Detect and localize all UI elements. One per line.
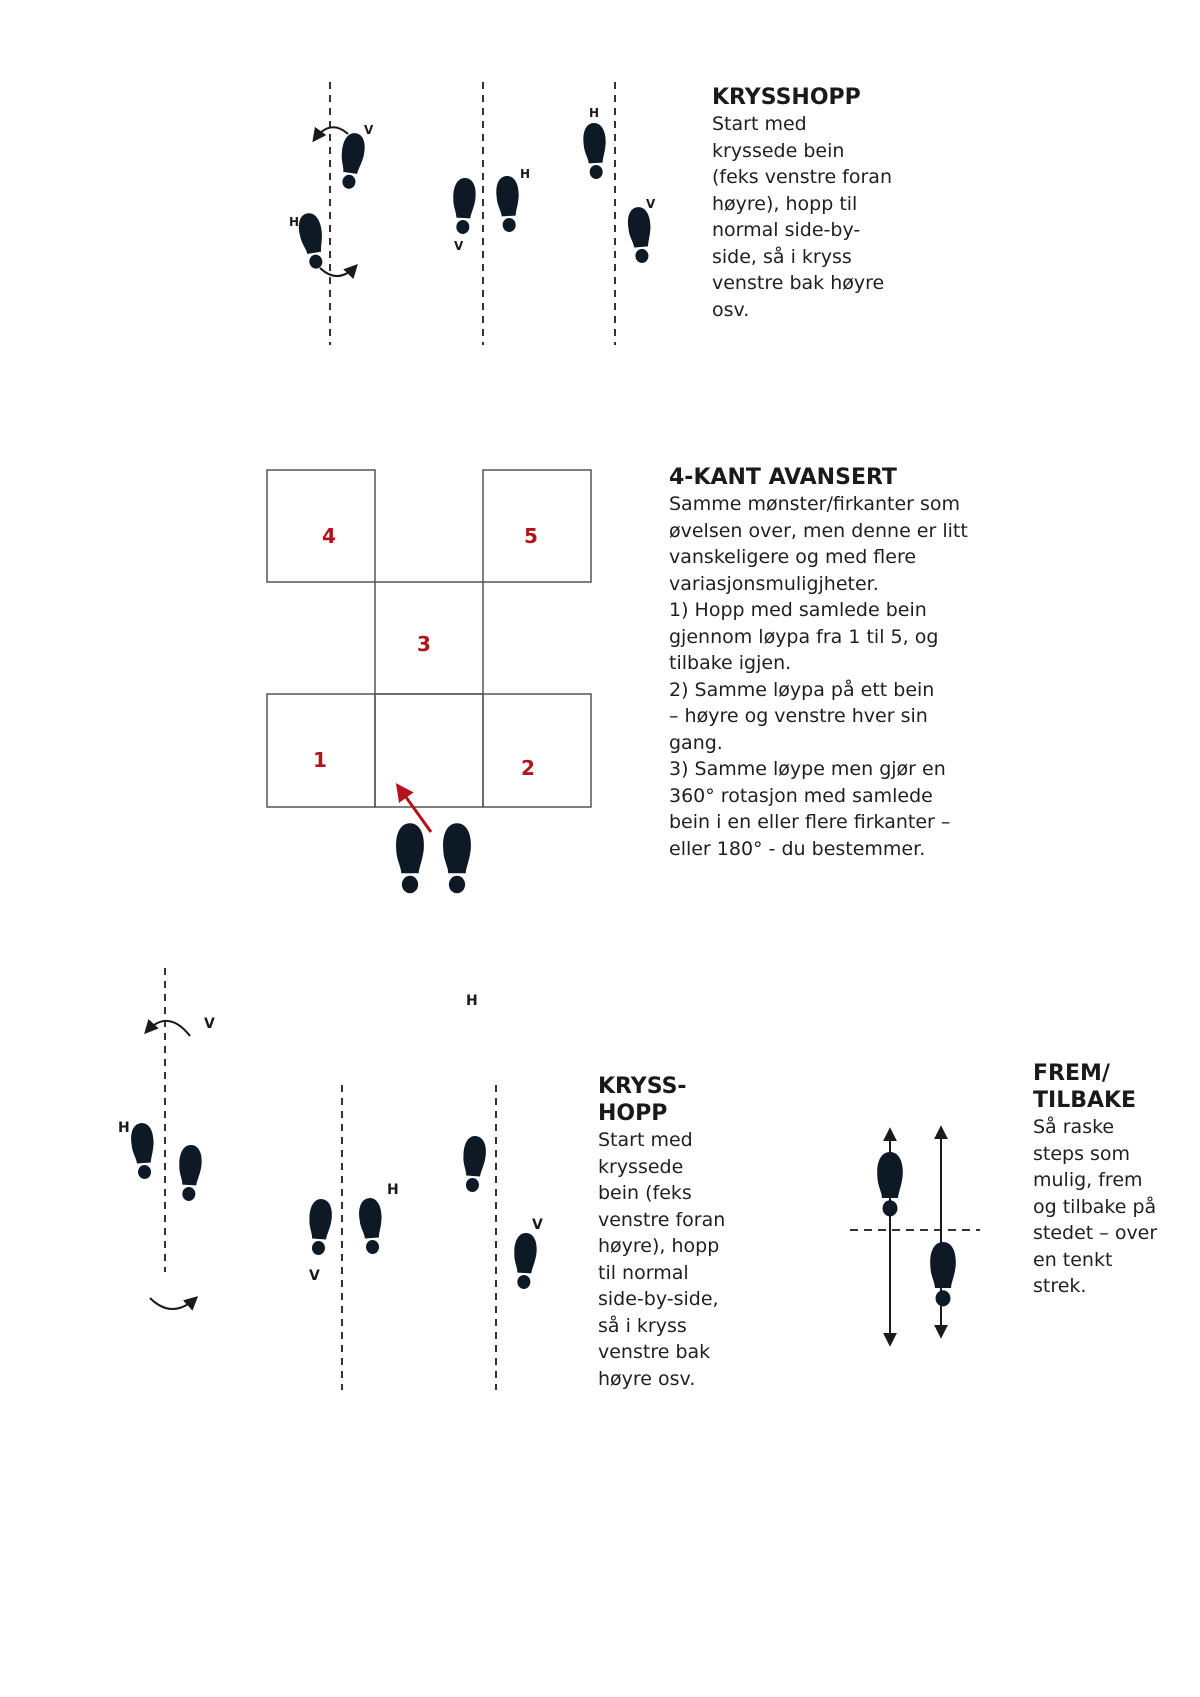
- right-foot-icon: [582, 122, 608, 180]
- left-foot-icon: [396, 823, 424, 894]
- grid-square-4: [266, 469, 376, 583]
- left-foot-icon: [512, 1232, 538, 1290]
- grid-square-5: [482, 469, 592, 583]
- rotate-arrow-icon: [312, 126, 349, 143]
- foot-label: H: [387, 1182, 399, 1198]
- rotate-arrow-icon: [144, 1019, 191, 1037]
- left-foot-icon: [626, 206, 654, 264]
- right-foot-icon: [495, 175, 521, 233]
- foot-label: H: [589, 106, 599, 120]
- right-foot-icon: [460, 1135, 488, 1193]
- foot-label: V: [309, 1268, 320, 1284]
- krysshopp-bottom-text: KRYSS- HOPP Start med kryssede bein (fek…: [598, 1073, 778, 1392]
- right-foot-icon: [129, 1122, 157, 1180]
- right-foot-icon: [357, 1197, 385, 1255]
- square-number: 2: [521, 756, 535, 780]
- foot-label: H: [289, 215, 299, 229]
- frem-tilbake-text: FREM/ TILBAKE Så raske steps som mulig, …: [1033, 1060, 1193, 1300]
- right-foot-icon: [443, 823, 471, 894]
- section-title: FREM/ TILBAKE: [1033, 1061, 1137, 1113]
- square-numbers: 1 2 3 4 5: [313, 524, 538, 780]
- section-description: Så raske steps som mulig, frem og tilbak…: [1033, 1116, 1158, 1297]
- square-number: 4: [322, 524, 336, 548]
- left-foot-icon: [306, 1198, 334, 1256]
- foot-label: V: [364, 123, 374, 137]
- frem-tilbake-diagram: [850, 1125, 980, 1347]
- right-foot-icon: [296, 211, 329, 271]
- foot-label: H: [520, 167, 530, 181]
- direction-arrow-icon: [395, 783, 433, 833]
- right-foot-icon: [930, 1241, 956, 1307]
- foot-label: V: [454, 239, 464, 253]
- krysshopp-top-text: KRYSSHOPP Start med kryssede bein (feks …: [712, 84, 952, 323]
- foot-label: H: [118, 1120, 130, 1136]
- section-title: KRYSSHOPP: [712, 85, 861, 110]
- foot-label: H: [466, 993, 478, 1009]
- grid-square-blank: [374, 693, 484, 808]
- grid-square-2: [482, 693, 592, 808]
- firkant-text: 4-KANT AVANSERT Samme mønster/firkanter …: [669, 464, 1029, 862]
- section-description: Samme mønster/firkanter som øvelsen over…: [669, 493, 968, 860]
- left-foot-icon: [877, 1151, 903, 1217]
- krysshopp-top-diagram: V H H V H V: [289, 82, 656, 345]
- foot-label: V: [646, 197, 656, 211]
- section-title: 4-KANT AVANSERT: [669, 465, 897, 490]
- left-foot-icon: [336, 131, 367, 191]
- square-number: 1: [313, 748, 327, 772]
- section-description: Start med kryssede bein (feks venstre fo…: [598, 1129, 726, 1390]
- rotate-arrow-icon: [319, 263, 358, 279]
- left-foot-icon: [451, 177, 477, 235]
- square-number: 5: [524, 524, 538, 548]
- section-description: Start med kryssede bein (feks venstre fo…: [712, 113, 892, 321]
- krysshopp-bottom-diagram: V H H V H V: [118, 968, 543, 1390]
- firkant-grid: [266, 469, 592, 808]
- section-title: KRYSS- HOPP: [598, 1074, 687, 1126]
- foot-label: V: [204, 1016, 215, 1032]
- foot-label: V: [532, 1217, 543, 1233]
- square-number: 3: [417, 632, 431, 656]
- left-foot-icon: [177, 1144, 203, 1202]
- rotate-arrow-icon: [149, 1296, 199, 1311]
